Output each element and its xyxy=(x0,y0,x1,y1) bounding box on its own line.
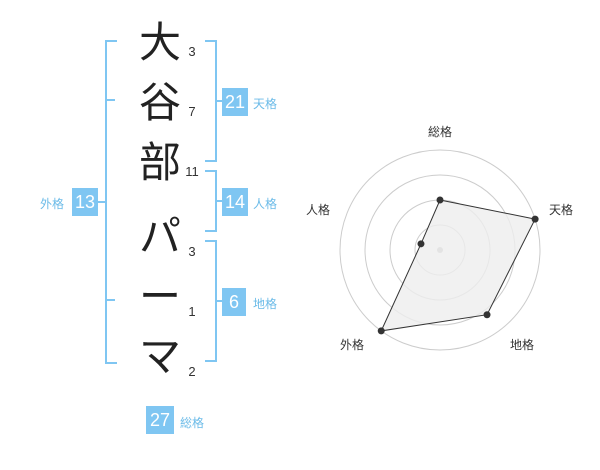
gaikaku-score: 13 xyxy=(72,188,98,216)
radar-label-gaikaku: 外格 xyxy=(340,338,365,352)
tenkaku-label: 天格 xyxy=(253,97,278,111)
radar-point-1 xyxy=(436,196,444,204)
radar-polygon xyxy=(380,199,536,332)
radar-label-jinkaku: 人格 xyxy=(306,203,331,217)
chikaku-score: 6 xyxy=(222,288,246,316)
gaikaku-bracket-tick-top xyxy=(105,99,115,101)
name-char-1: 大 xyxy=(138,18,181,67)
gaikaku-bracket-link xyxy=(97,201,105,203)
stroke-count-4: 3 xyxy=(188,244,196,259)
stroke-count-3: 11 xyxy=(185,164,199,179)
radar-point-4 xyxy=(377,327,385,335)
radar-label-chikaku: 地格 xyxy=(510,338,535,352)
gaikaku-label: 外格 xyxy=(40,197,65,211)
jinkaku-label: 人格 xyxy=(253,197,278,211)
soukaku-label: 総格 xyxy=(180,416,205,430)
stroke-count-2: 7 xyxy=(188,104,196,119)
chikaku-bracket-link xyxy=(216,300,222,302)
name-char-5: ー xyxy=(138,272,181,321)
soukaku-score: 27 xyxy=(146,406,174,434)
jinkaku-bracket-link xyxy=(216,200,222,202)
stroke-count-1: 3 xyxy=(188,44,196,59)
radar-ring xyxy=(339,149,541,351)
radar-point-2 xyxy=(531,215,539,223)
name-char-6: マ xyxy=(138,332,181,381)
gaikaku-bracket xyxy=(105,40,117,364)
tenkaku-score: 21 xyxy=(222,88,248,116)
radar-point-5 xyxy=(417,240,425,248)
name-char-4: パ xyxy=(138,212,181,261)
name-char-3: 部 xyxy=(138,138,181,187)
tenkaku-bracket-link xyxy=(216,100,222,102)
stroke-count-6: 2 xyxy=(188,364,196,379)
radar-point-3 xyxy=(483,311,491,319)
jinkaku-score: 14 xyxy=(222,188,248,216)
radar-label-soukaku: 総格 xyxy=(428,125,453,139)
gaikaku-bracket-tick-bottom xyxy=(105,299,115,301)
stroke-count-5: 1 xyxy=(188,304,196,319)
chikaku-label: 地格 xyxy=(253,297,278,311)
radar-label-tenkaku: 天格 xyxy=(549,203,574,217)
name-char-2: 谷 xyxy=(138,78,181,127)
